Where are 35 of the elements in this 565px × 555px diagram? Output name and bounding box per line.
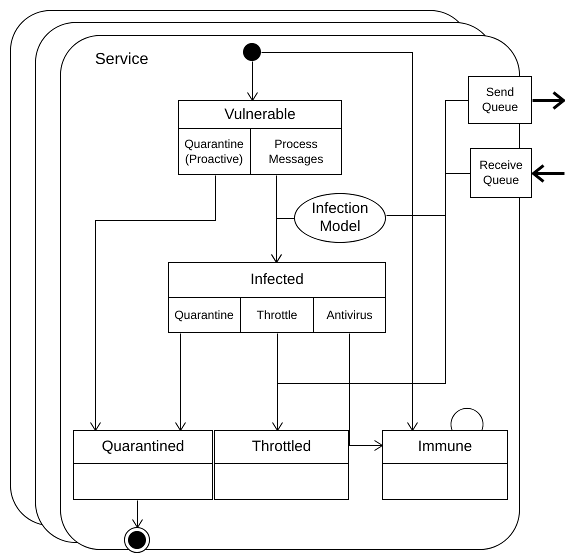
state-box xyxy=(382,430,508,500)
arrow xyxy=(132,500,143,528)
arrow xyxy=(271,218,295,263)
state-label: Service xyxy=(95,51,148,68)
state-label: Send Queue xyxy=(480,85,520,115)
substate-cell xyxy=(250,128,341,175)
state-label: Immune xyxy=(418,436,472,457)
state-label: Quarantine (Proactive) xyxy=(183,137,245,167)
arrow xyxy=(532,164,564,183)
state-label: Throttled xyxy=(252,436,312,457)
state-box xyxy=(168,262,386,333)
arrow xyxy=(247,61,258,101)
state-label: Quarantine xyxy=(174,308,234,323)
substate-cell xyxy=(313,297,385,333)
arrow xyxy=(175,333,186,431)
arrow xyxy=(90,175,216,431)
arrow xyxy=(532,91,565,110)
connector-line xyxy=(386,173,471,216)
queue-box xyxy=(468,76,532,124)
state-box xyxy=(73,430,213,500)
connector-line xyxy=(450,408,484,430)
state-label: Quarantined xyxy=(102,436,184,457)
substate-cell xyxy=(240,297,313,333)
queue-box xyxy=(470,148,532,198)
state-label: Throttle xyxy=(256,308,298,323)
state-label: Infection Model xyxy=(310,200,370,236)
state-label: Receive Queue xyxy=(478,158,524,188)
arrow xyxy=(349,333,383,451)
arrow xyxy=(261,52,418,431)
state-box xyxy=(214,430,349,500)
state-label: Antivirus xyxy=(326,308,372,323)
state-label: Infected xyxy=(250,270,304,290)
state-box xyxy=(178,100,342,175)
state-label: Vulnerable xyxy=(224,104,296,125)
state-label: Process Messages xyxy=(268,137,324,167)
